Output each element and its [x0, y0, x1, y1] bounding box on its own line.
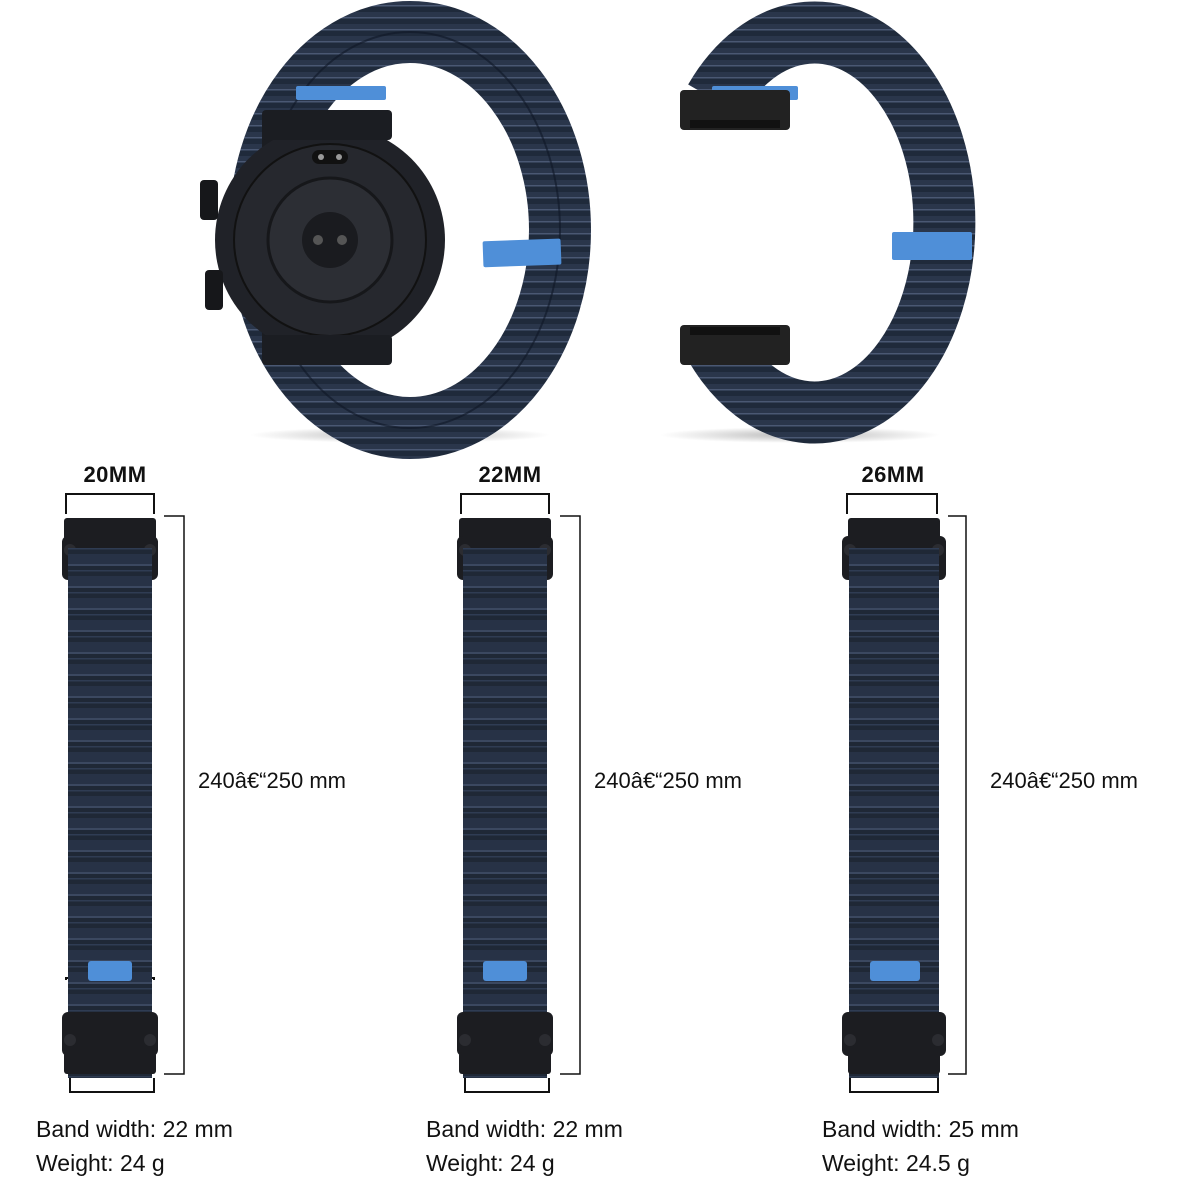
size-label-22mm: 22MM — [478, 462, 542, 487]
strap-flat-image — [62, 515, 967, 1093]
band-diagrams — [62, 515, 967, 1093]
band-width-22mm: Band width: 22 mm — [426, 1116, 623, 1142]
band-width-20mm: Band width: 22 mm — [36, 1116, 233, 1142]
size-label-26mm: 26MM — [861, 462, 925, 487]
length-label-20mm: 240â€“250 mm — [198, 768, 346, 793]
strap-open-image — [660, 1, 976, 444]
weight-22mm: Weight: 24 g — [426, 1150, 555, 1176]
weight-20mm: Weight: 24 g — [36, 1150, 165, 1176]
watch-back-image — [200, 1, 591, 459]
length-label-22mm: 240â€“250 mm — [594, 768, 742, 793]
product-hero — [200, 1, 976, 459]
size-label-20mm: 20MM — [83, 462, 147, 487]
weight-26mm: Weight: 24.5 g — [822, 1150, 970, 1176]
band-width-26mm: Band width: 25 mm — [822, 1116, 1019, 1142]
length-label-26mm: 240â€“250 mm — [990, 768, 1138, 793]
width-brackets — [65, 493, 938, 514]
